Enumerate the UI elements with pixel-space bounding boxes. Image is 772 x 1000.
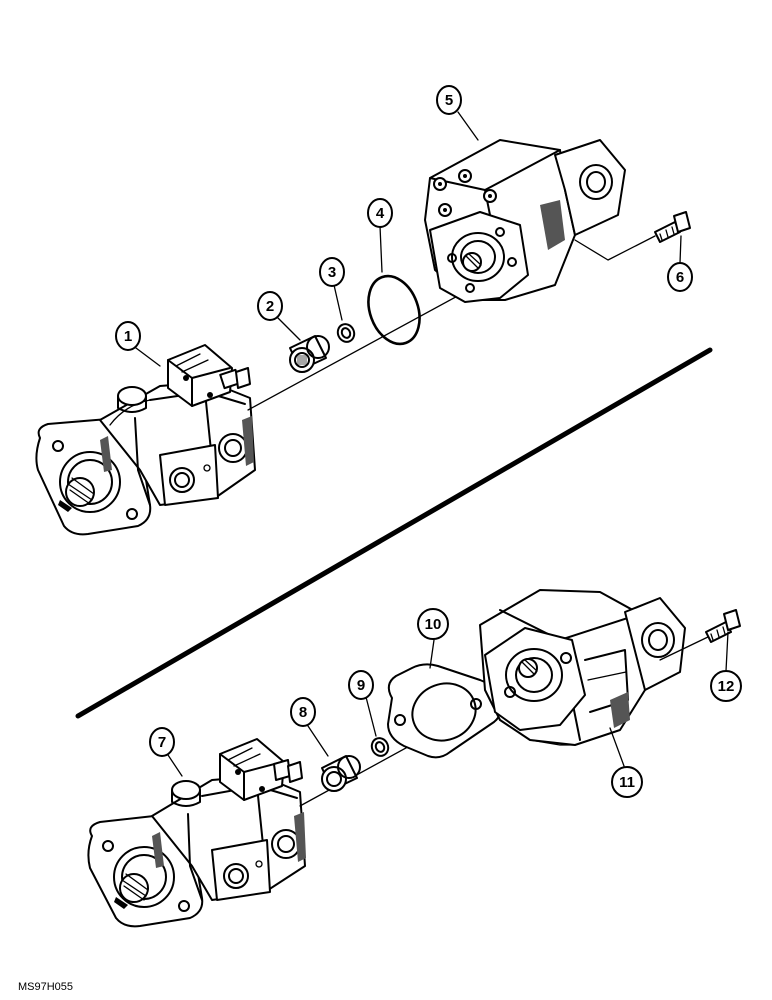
leader-2 [277, 317, 301, 341]
callout-1: 1 [115, 321, 141, 351]
leader-lines [135, 111, 729, 777]
leader-10 [429, 639, 435, 669]
callout-4: 4 [367, 198, 393, 228]
svg-text:10: 10 [425, 616, 442, 633]
bolt-6 [574, 211, 691, 261]
gear-pump-5 [424, 139, 626, 303]
callout-6: 6 [667, 262, 693, 292]
callout-9: 9 [348, 670, 374, 700]
leader-8 [307, 725, 329, 757]
callout-12: 12 [710, 670, 742, 702]
svg-text:12: 12 [718, 678, 735, 695]
callout-3: 3 [319, 257, 345, 287]
leader-4 [379, 225, 383, 273]
leader-1 [135, 347, 161, 367]
svg-text:4: 4 [376, 205, 385, 222]
figure-code: MS97H055 [18, 981, 73, 993]
callout-2: 2 [257, 291, 283, 321]
coupling-8 [321, 755, 361, 792]
callout-7: 7 [149, 727, 175, 757]
leader-3 [333, 284, 343, 321]
leader-5 [457, 111, 479, 141]
pump-1 [35, 344, 256, 536]
callout-8: 8 [290, 697, 316, 727]
svg-text:11: 11 [619, 774, 635, 791]
svg-text:2: 2 [266, 298, 274, 315]
svg-text:7: 7 [158, 734, 166, 751]
separator-line [75, 347, 713, 719]
leader-6 [679, 235, 682, 264]
leader-7 [167, 754, 183, 777]
bolt-12 [659, 609, 741, 661]
svg-text:6: 6 [676, 269, 684, 286]
leader-12 [725, 631, 729, 672]
gear-pump-11 [479, 589, 686, 746]
svg-text:3: 3 [328, 264, 336, 281]
callout-10: 10 [417, 608, 449, 640]
svg-text:8: 8 [299, 704, 307, 721]
svg-text:1: 1 [124, 328, 132, 345]
leader-11 [609, 727, 625, 767]
svg-text:9: 9 [357, 677, 365, 694]
svg-text:5: 5 [445, 92, 453, 109]
o-ring-4 [367, 274, 421, 346]
snap-ring-9 [370, 737, 390, 757]
leader-9 [365, 696, 377, 737]
coupling-2 [289, 335, 330, 373]
callout-11: 11 [611, 766, 643, 798]
callout-5: 5 [436, 85, 462, 115]
pump-7 [87, 738, 306, 928]
snap-ring-3 [336, 323, 356, 343]
